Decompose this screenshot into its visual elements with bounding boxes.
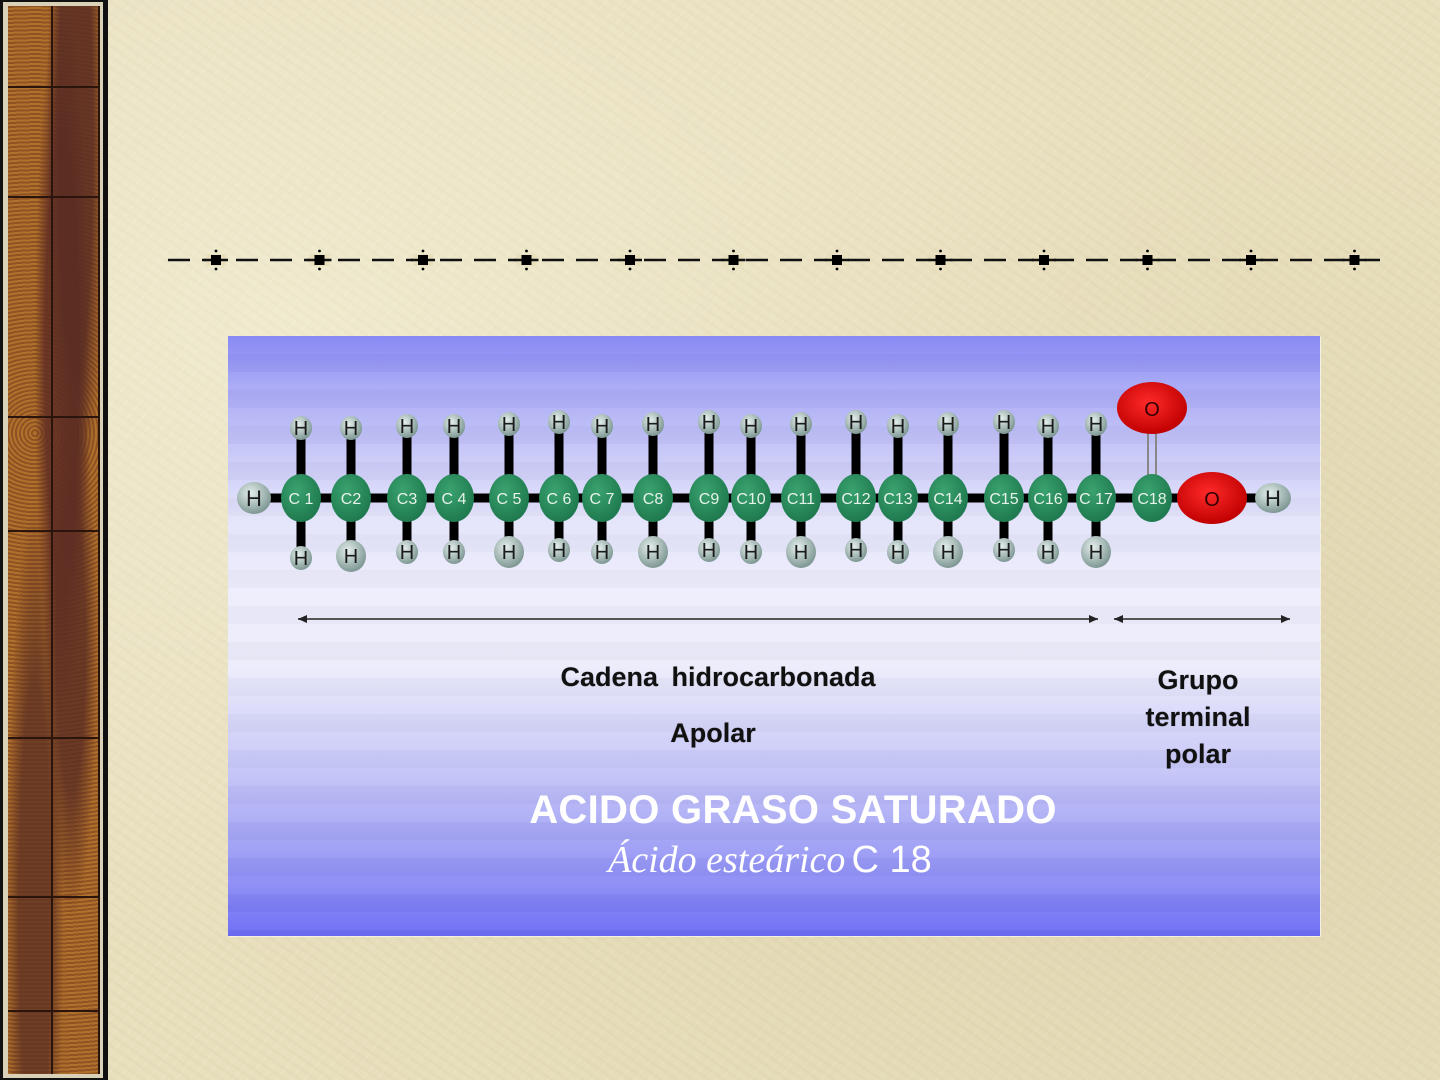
svg-text:H: H [941, 542, 955, 564]
svg-text:C10: C10 [736, 491, 765, 508]
svg-text:C8: C8 [643, 491, 664, 508]
svg-text:H: H [294, 548, 308, 570]
svg-text:H: H [344, 546, 358, 568]
svg-text:C 1: C 1 [289, 491, 314, 508]
polar-terminal-group-label: Grupo terminal polar [1118, 662, 1278, 773]
svg-text:C 5: C 5 [497, 491, 522, 508]
svg-text:H: H [702, 412, 716, 434]
svg-text:H: H [552, 540, 566, 562]
bar-divider-horizontal [8, 196, 98, 198]
svg-text:H: H [1089, 542, 1103, 564]
bar-divider-vertical [51, 6, 53, 1074]
svg-text:C15: C15 [989, 491, 1018, 508]
svg-text:C3: C3 [397, 491, 418, 508]
svg-text:H: H [502, 414, 516, 436]
polar-label-line: Grupo [1157, 665, 1239, 695]
svg-text:H: H [744, 416, 758, 438]
hydrocarbon-chain-label: Cadena hidrocarbonada [560, 662, 876, 692]
svg-text:H: H [997, 412, 1011, 434]
svg-text:C11: C11 [787, 491, 815, 508]
svg-text:H: H [400, 542, 414, 564]
bar-divider-horizontal [8, 896, 98, 898]
svg-text:H: H [1265, 486, 1281, 511]
svg-text:H: H [891, 542, 905, 564]
svg-text:H: H [1041, 542, 1055, 564]
svg-text:C14: C14 [933, 491, 962, 508]
svg-text:C16: C16 [1033, 491, 1062, 508]
svg-text:C12: C12 [841, 491, 870, 508]
svg-text:H: H [794, 542, 808, 564]
svg-text:C 6: C 6 [547, 491, 572, 508]
svg-text:H: H [702, 540, 716, 562]
subtitle-compound-name: Ácido esteárico [608, 839, 846, 881]
svg-text:H: H [1041, 416, 1055, 438]
subtitle-carbon-count: C 18 [851, 839, 932, 881]
svg-text:H: H [447, 416, 461, 438]
svg-text:H: H [344, 418, 358, 440]
svg-text:H: H [246, 486, 262, 511]
svg-text:H: H [646, 542, 660, 564]
svg-text:C 7: C 7 [590, 491, 615, 508]
svg-text:C 17: C 17 [1079, 491, 1113, 508]
svg-text:H: H [744, 542, 758, 564]
svg-text:C18: C18 [1137, 491, 1166, 508]
svg-text:H: H [1089, 414, 1103, 436]
polar-label-line: terminal [1145, 702, 1251, 732]
stearic-acid-molecule-diagram: H H H H H H H H H H H H H H H H H H H H H H H H H H H H H H H H H H H C 1 C2… [237, 382, 1291, 623]
svg-text:C2: C2 [341, 491, 362, 508]
svg-text:H: H [502, 542, 516, 564]
svg-text:O: O [1204, 489, 1220, 511]
svg-text:C9: C9 [699, 491, 720, 508]
svg-text:H: H [891, 416, 905, 438]
svg-text:H: H [400, 416, 414, 438]
svg-text:H: H [595, 542, 609, 564]
svg-text:H: H [849, 540, 863, 562]
svg-text:H: H [646, 414, 660, 436]
bar-edge [104, 0, 108, 1080]
svg-text:H: H [294, 418, 308, 440]
bar-divider-horizontal [8, 416, 98, 418]
bar-divider-horizontal [8, 737, 98, 739]
bar-divider-horizontal [8, 1010, 98, 1012]
fatty-acid-figure: H H H H H H H H H H H H H H H H H H H H H H H H H H H H H H H H H H H C 1 C2… [228, 336, 1320, 936]
svg-text:H: H [595, 416, 609, 438]
svg-text:O: O [1144, 399, 1160, 421]
apolar-label: Apolar [670, 718, 756, 748]
svg-text:H: H [941, 414, 955, 436]
svg-text:C13: C13 [883, 491, 912, 508]
svg-text:H: H [997, 540, 1011, 562]
bar-divider-horizontal [8, 530, 98, 532]
svg-text:H: H [447, 542, 461, 564]
bar-texture [8, 6, 100, 1074]
polar-label-line: polar [1164, 739, 1231, 769]
left-decorative-bar [0, 0, 108, 1080]
svg-text:H: H [552, 412, 566, 434]
svg-text:C 4: C 4 [442, 491, 467, 508]
decorative-divider [168, 248, 1392, 272]
svg-text:H: H [849, 412, 863, 434]
svg-text:H: H [794, 414, 808, 436]
figure-title: ACIDO GRASO SATURADO [529, 788, 1057, 832]
bar-divider-horizontal [8, 86, 98, 88]
